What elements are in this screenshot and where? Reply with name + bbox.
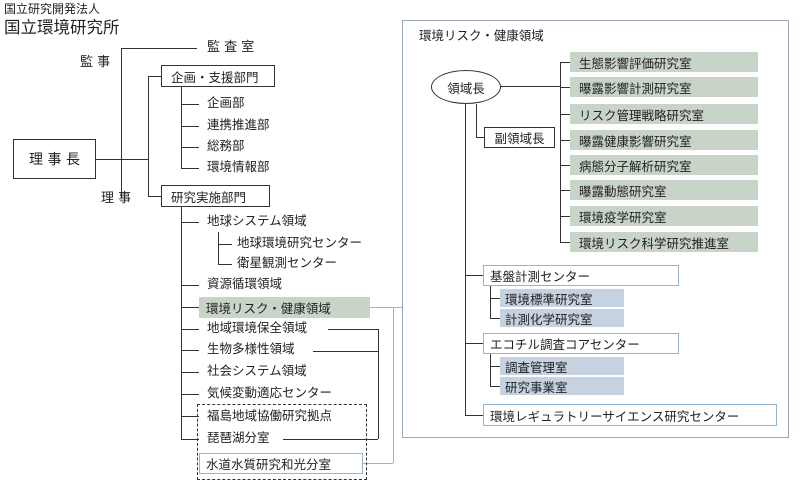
lab-box: 環境リスク科学研究推進室 <box>570 232 758 252</box>
env-risk-unit-highlight: 環境リスク・健康領域 <box>199 297 370 318</box>
audit-office-label: 監 査 室 <box>207 40 255 55</box>
research-dept-box: 研究実施部門 <box>161 185 270 207</box>
center-box-regulatory: 環境レギュラトリーサイエンス研究センター <box>483 404 777 426</box>
center-box-ecochil: エコチル調査コアセンター <box>483 333 679 354</box>
center-box-kiban: 基盤計測センター <box>483 265 679 286</box>
dashed-group-outline <box>197 404 367 480</box>
org-parent-label: 国立研究開発法人 <box>4 2 101 16</box>
director-label: 理 事 <box>101 191 132 206</box>
lab-box: 生態影響評価研究室 <box>570 52 758 72</box>
research-unit: 社会システム領域 <box>207 363 307 378</box>
global-system-label: 地球システム領域 <box>207 213 307 228</box>
planning-unit: 環境情報部 <box>207 159 270 174</box>
global-sub-unit: 地球環境研究センター <box>237 235 363 250</box>
panel-title: 環境リスク・健康領域 <box>419 28 544 43</box>
suido-box: 水道水質研究和光分室 <box>199 453 363 474</box>
center-sub-box: 環境標準研究室 <box>500 289 624 307</box>
planning-unit: 企画部 <box>207 95 245 110</box>
fukushima-label: 福島地域協働研究拠点 <box>207 408 333 423</box>
head-ellipse: 領域長 <box>431 70 501 104</box>
lab-box: 病態分子解析研究室 <box>570 155 758 175</box>
research-unit: 資源循環領域 <box>207 276 283 291</box>
deputy-box: 副領域長 <box>484 127 555 148</box>
planning-dept-box: 企画・支援部門 <box>161 65 275 87</box>
org-name: 国立環境研究所 <box>4 18 120 37</box>
lab-box: 曝露動態研究室 <box>570 180 758 200</box>
research-unit: 生物多様性領域 <box>207 341 295 356</box>
lab-box: 曝露影響計測研究室 <box>570 77 758 97</box>
auditor-label: 監 事 <box>80 55 111 70</box>
global-sub-unit: 衛星観測センター <box>237 255 338 270</box>
president-box: 理 事 長 <box>13 139 96 179</box>
center-sub-box: 研究事業室 <box>500 377 624 395</box>
center-sub-box: 調査管理室 <box>500 357 624 375</box>
research-unit: 気候変動適応センター <box>207 385 333 400</box>
lab-box: 曝露健康影響研究室 <box>570 130 758 150</box>
lab-box: 環境疫学研究室 <box>570 206 758 226</box>
biwako-label: 琵琶湖分室 <box>207 430 270 445</box>
planning-unit: 総務部 <box>207 138 245 153</box>
research-unit: 地域環境保全領域 <box>207 320 308 335</box>
center-sub-box: 計測化学研究室 <box>500 309 624 327</box>
planning-unit: 連携推進部 <box>207 117 270 132</box>
lab-box: リスク管理戦略研究室 <box>570 104 758 124</box>
